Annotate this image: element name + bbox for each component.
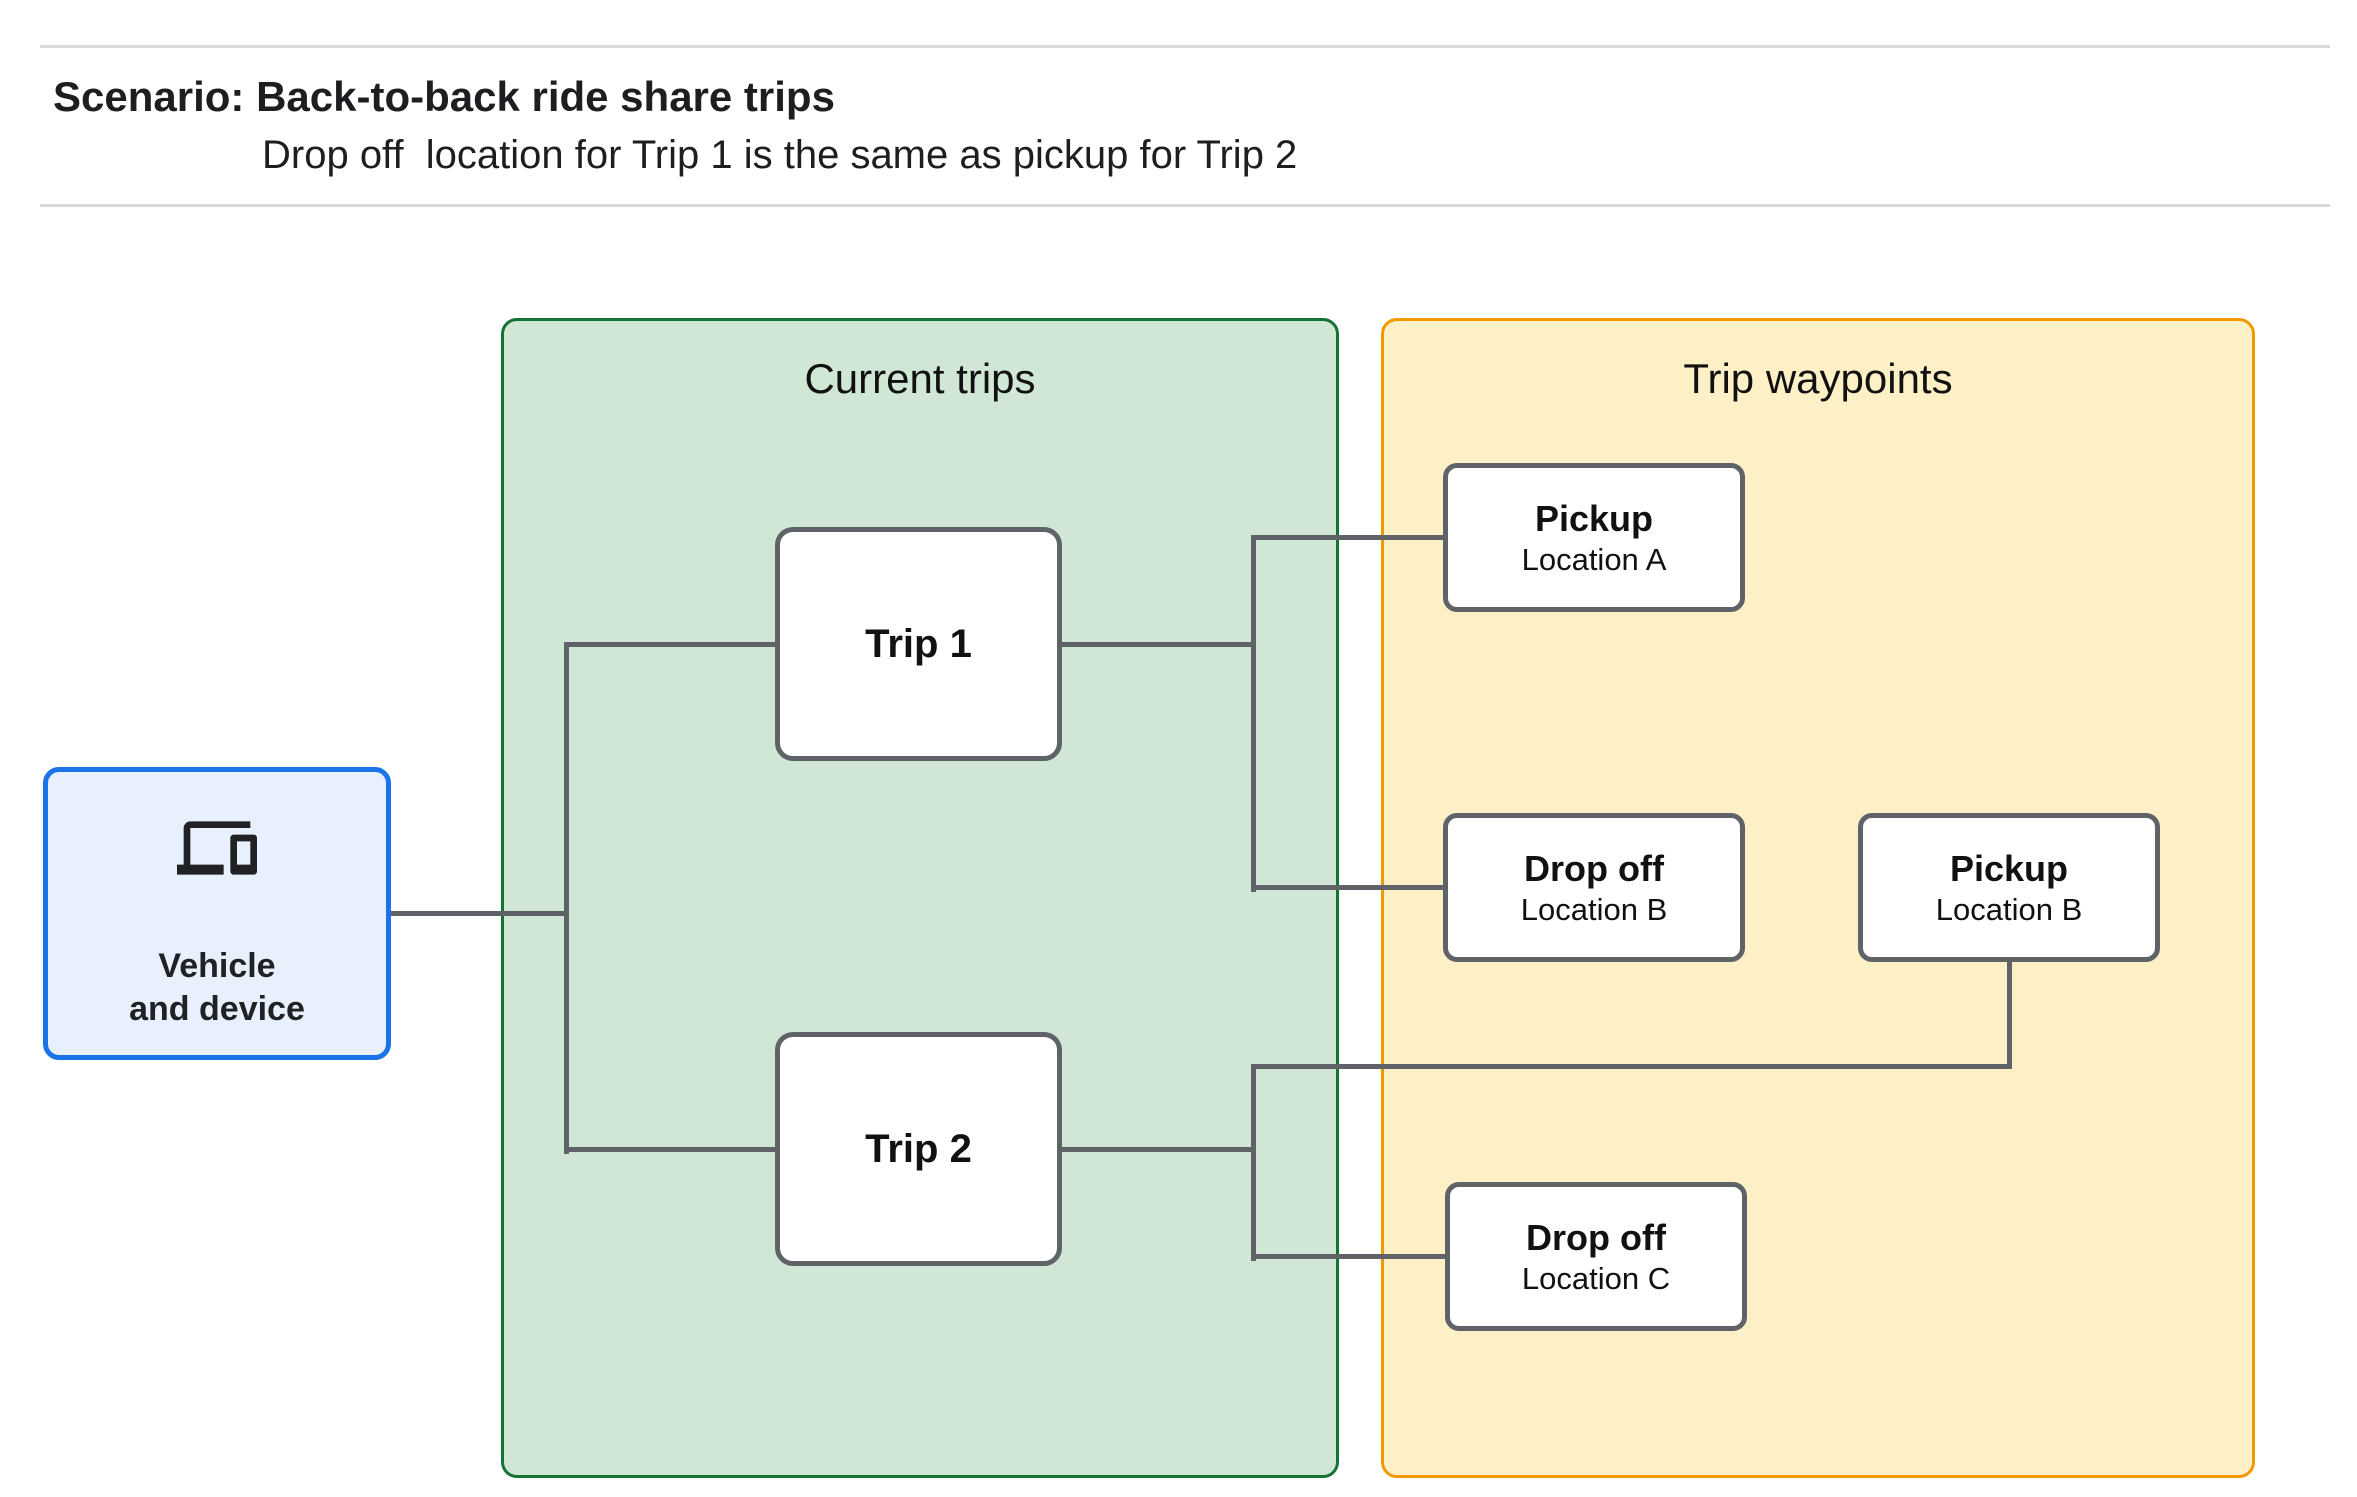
page-subtitle: Drop off location for Trip 1 is the same… (262, 133, 1298, 177)
trip-2-label: Trip 2 (865, 1126, 972, 1171)
waypoint-subtitle: Location A (1521, 541, 1667, 577)
waypoint-subtitle: Location B (1520, 891, 1668, 927)
connector-trip2-waypoint-vertical (1251, 1064, 1256, 1261)
trip-1-label: Trip 1 (865, 621, 972, 666)
connector-junction-to-trip1 (567, 642, 775, 647)
header-divider (40, 204, 2330, 207)
vehicle-label-line2: and device (129, 990, 305, 1028)
vehicle-device-box: Vehicle and device (43, 767, 391, 1060)
trip-waypoints-panel-title: Trip waypoints (1683, 355, 1953, 402)
connector-trip-junction-vertical (564, 642, 569, 1154)
page-title: Scenario: Back-to-back ride share trips (53, 73, 835, 120)
connector-vehicle-to-junction (391, 911, 569, 916)
waypoint-pickup-location-a-box: Pickup Location A (1443, 463, 1745, 612)
waypoint-title: Pickup (1534, 497, 1654, 539)
waypoint-title: Drop off (1524, 847, 1664, 889)
waypoint-subtitle: Location B (1935, 891, 2083, 927)
vehicle-label-line1: Vehicle (158, 947, 276, 985)
connector-pickup-b-drop (2007, 960, 2012, 1069)
connector-trip2-out (1062, 1147, 1256, 1152)
waypoint-title: Pickup (1949, 847, 2069, 889)
waypoint-pickup-location-b-box: Pickup Location B (1858, 813, 2160, 962)
trip-2-box: Trip 2 (775, 1032, 1062, 1266)
trip-1-box: Trip 1 (775, 527, 1062, 761)
connector-trip1-out (1062, 642, 1256, 647)
connector-to-pickup-a (1253, 535, 1443, 540)
devices-icon (177, 821, 257, 875)
vehicle-device-label: Vehicle and device (48, 945, 386, 1031)
waypoint-dropoff-location-b-box: Drop off Location B (1443, 813, 1745, 962)
connector-junction-to-trip2 (567, 1147, 775, 1152)
connector-pickup-b-horizontal (1253, 1064, 2012, 1069)
current-trips-panel: Current trips (501, 318, 1339, 1478)
connector-to-dropoff-b (1253, 885, 1443, 890)
connector-to-dropoff-c (1253, 1254, 1445, 1259)
current-trips-panel-title: Current trips (804, 355, 1036, 402)
waypoint-subtitle: Location C (1521, 1260, 1671, 1296)
waypoint-title: Drop off (1526, 1216, 1666, 1258)
connector-trip1-waypoint-vertical (1251, 535, 1256, 892)
top-divider (40, 45, 2330, 48)
waypoint-dropoff-location-c-box: Drop off Location C (1445, 1182, 1747, 1331)
